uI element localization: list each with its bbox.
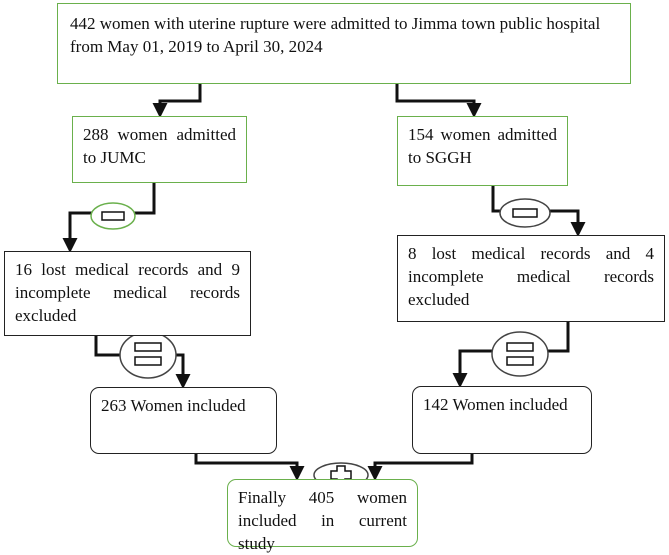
minus-icon — [90, 202, 136, 230]
jumc-admitted-box: 288 women admitted to JUMC — [72, 116, 247, 183]
jumc-admitted-text: 288 women admitted to JUMC — [83, 125, 236, 167]
admitted-total-box: 442 women with uterine rupture were admi… — [57, 3, 631, 84]
final-included-box: Finally 405 women included in current st… — [227, 479, 418, 553]
arrow-jumc-included-to-final — [194, 454, 305, 481]
jumc-included-box: 263 Women included — [90, 387, 277, 454]
final-included-text: Finally 405 women included in current st… — [238, 488, 407, 553]
sggh-excluded-text: 8 lost medical records and 4 incomplete … — [408, 244, 654, 309]
arrow-top-to-jumc — [152, 84, 202, 118]
equals-icon — [491, 331, 549, 377]
sggh-admitted-box: 154 women admitted to SGGH — [397, 116, 568, 186]
arrow-sggh-included-to-final — [367, 454, 474, 481]
sggh-included-text: 142 Women included — [423, 395, 568, 414]
jumc-excluded-text: 16 lost medical records and 9 incomplete… — [15, 260, 240, 325]
equals-icon — [119, 331, 177, 379]
minus-icon — [499, 198, 551, 228]
sggh-admitted-text: 154 women admitted to SGGH — [408, 125, 557, 167]
sggh-excluded-box: 8 lost medical records and 4 incomplete … — [397, 235, 665, 322]
jumc-included-text: 263 Women included — [101, 396, 246, 415]
sggh-included-box: 142 Women included — [412, 386, 592, 454]
jumc-excluded-box: 16 lost medical records and 9 incomplete… — [4, 251, 251, 336]
arrow-top-to-sggh — [395, 84, 482, 118]
admitted-total-text: 442 women with uterine rupture were admi… — [70, 14, 601, 56]
